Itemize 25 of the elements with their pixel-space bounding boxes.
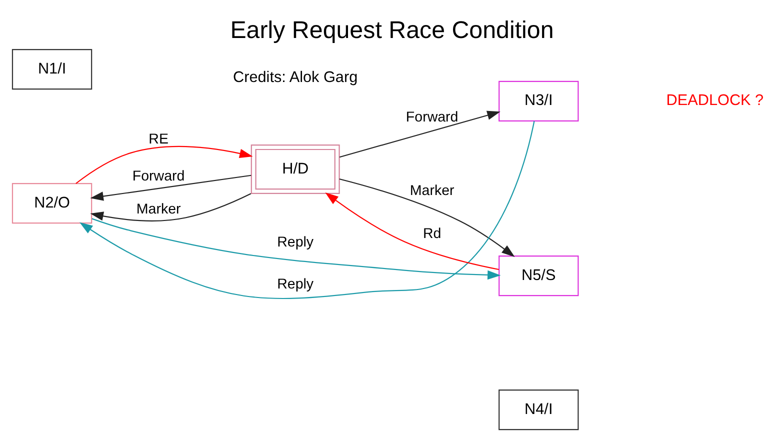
edge-label: Rd [422,225,442,242]
arrow [76,146,253,184]
edge-label: Forward [406,108,458,125]
label: DEADLOCK ? [666,92,764,109]
node-box: H/D [250,144,340,194]
edge-label: RE [148,130,168,147]
node-box: N5/S [498,255,579,296]
edge-label: Reply [277,234,314,250]
node-box: N2/O [12,182,92,224]
arrow [325,192,499,270]
edge-label: Marker [136,201,181,218]
edge-label: Marker [410,182,454,198]
arrow [90,192,252,221]
edge-label: Forward [132,168,185,184]
arrow [92,218,501,280]
edge-label: Reply [277,276,314,292]
arrow [339,110,500,158]
arrow [90,174,252,200]
arrow [80,120,535,298]
node-box: N1/I [12,48,92,90]
arrow [339,178,515,256]
diagram-title: Early Request Race Condition [230,16,554,44]
node-box: N3/I [498,80,579,121]
label: Credits: Alok Garg [233,68,358,86]
node-box: N4/I [498,389,579,430]
